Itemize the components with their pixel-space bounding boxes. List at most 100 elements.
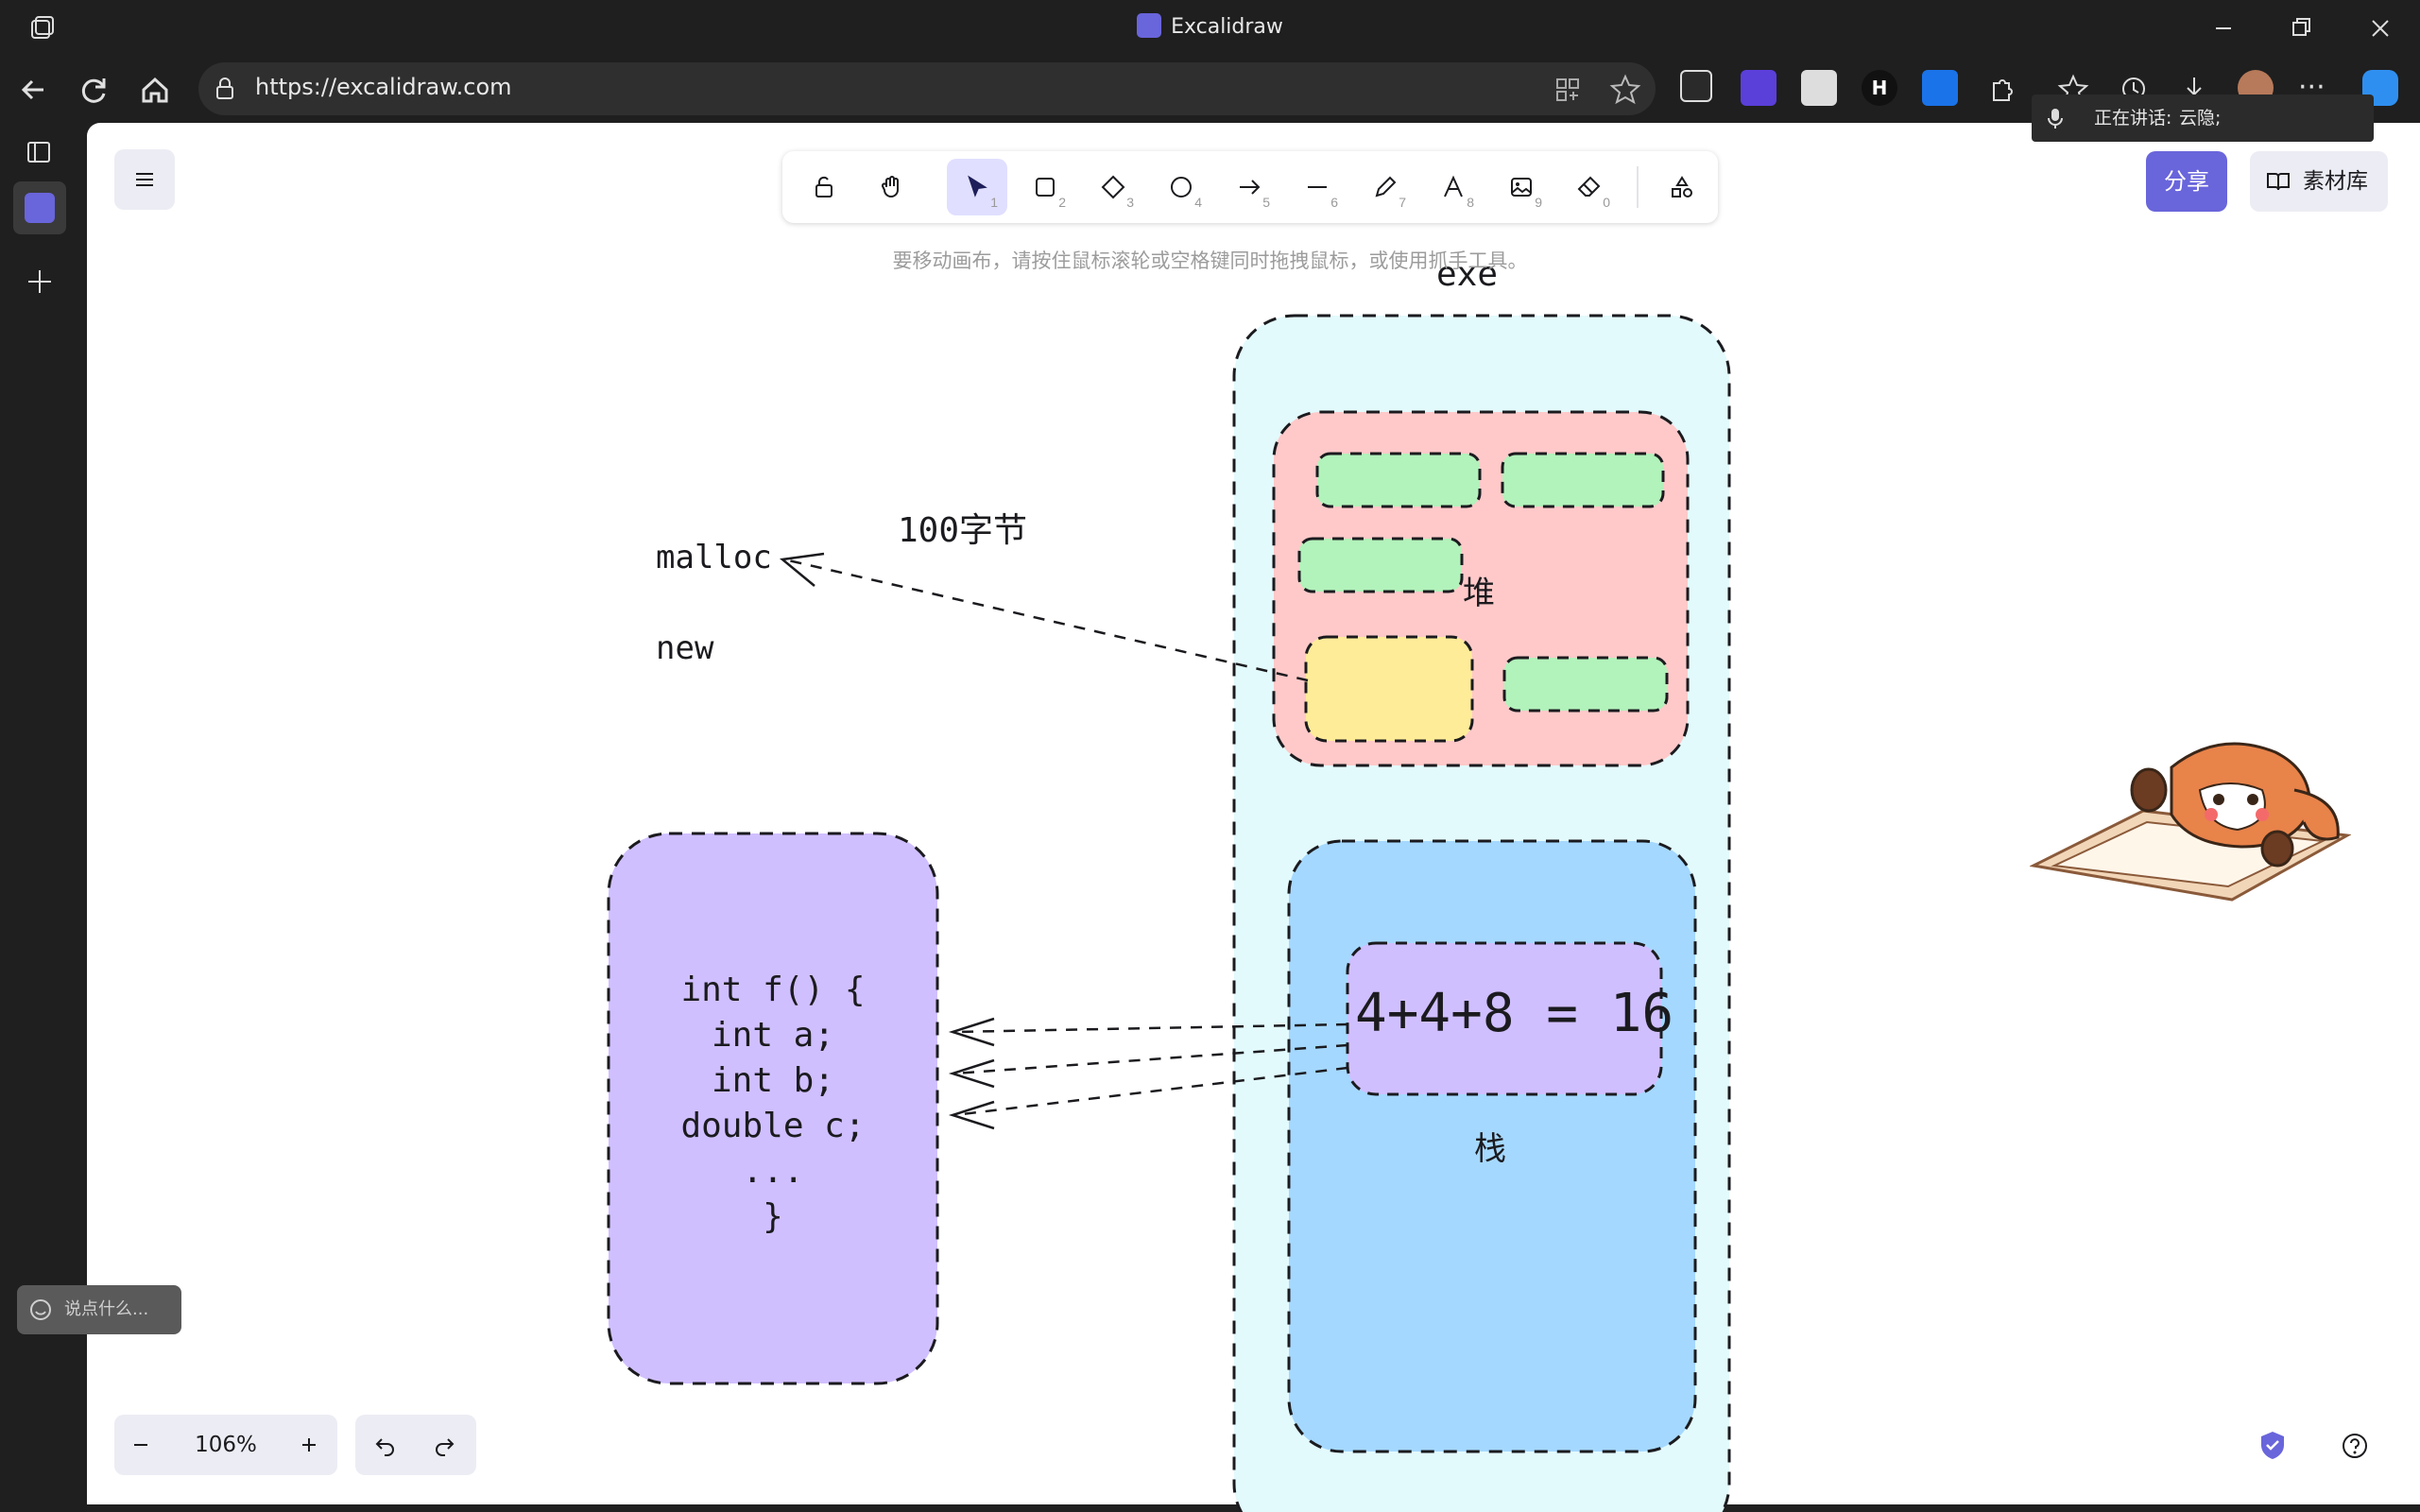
undo-icon[interactable] <box>372 1432 399 1458</box>
new-label: new <box>656 629 714 667</box>
diamond-tool-button[interactable]: 3 <box>1083 159 1143 215</box>
stack-label: 栈 <box>1474 1130 1506 1168</box>
speaking-label: 正在讲话: <box>2094 108 2172 129</box>
image-tool-button[interactable]: 9 <box>1491 159 1552 215</box>
zoom-level[interactable]: 106% <box>195 1433 257 1457</box>
window-title-text: Excalidraw <box>1171 15 1283 39</box>
code-line: } <box>763 1197 783 1236</box>
stack-arrow-head <box>948 1100 995 1130</box>
window-title: Excalidraw <box>0 13 2420 39</box>
ellipse-tool-button[interactable]: 4 <box>1151 159 1211 215</box>
close-icon[interactable] <box>2360 8 2401 49</box>
ellipse-icon <box>1171 177 1192 198</box>
heap-allocated-block <box>1304 635 1474 743</box>
rectangle-icon <box>1036 178 1055 197</box>
favorite-star-icon[interactable] <box>1608 72 1642 106</box>
chat-input[interactable]: 说点什么... <box>17 1285 181 1334</box>
stack-arrow <box>953 1066 1348 1117</box>
tab-excalidraw[interactable] <box>13 181 66 234</box>
toolbar-divider <box>1637 166 1639 208</box>
extensions-icon[interactable] <box>1984 72 2018 106</box>
home-icon[interactable] <box>132 67 178 112</box>
rectangle-tool-button[interactable]: 2 <box>1015 159 1075 215</box>
address-bar[interactable] <box>198 62 1656 115</box>
shield-extension-icon[interactable] <box>1801 70 1837 106</box>
site-info-icon[interactable] <box>212 76 238 102</box>
read-aloud-icon[interactable] <box>1741 70 1776 106</box>
library-button[interactable]: 素材库 <box>2250 151 2388 212</box>
minimize-icon[interactable] <box>2203 8 2244 49</box>
heap-label: 堆 <box>1463 575 1495 612</box>
text-tool-button[interactable]: 8 <box>1423 159 1484 215</box>
help-icon[interactable] <box>2338 1429 2372 1463</box>
code-text: int f() { int a; int b; double c; ... } <box>609 968 937 1240</box>
translate-extension-icon[interactable] <box>1922 70 1958 106</box>
hand-tool-button[interactable] <box>862 159 922 215</box>
code-line: int b; <box>711 1061 835 1100</box>
history-controls <box>355 1415 476 1475</box>
heap-block <box>1501 452 1665 508</box>
back-icon[interactable] <box>11 67 57 112</box>
arrow-icon <box>1240 180 1261 195</box>
chat-placeholder: 说点什么... <box>64 1299 149 1319</box>
app-available-icon[interactable] <box>1552 74 1584 106</box>
pointer-icon <box>968 175 987 198</box>
text-icon <box>1444 175 1463 198</box>
draw-tool-button[interactable]: 7 <box>1355 159 1416 215</box>
main-toolbar: 1 2 3 4 5 6 7 8 9 0 <box>782 151 1718 223</box>
red-panda-mascot-icon <box>2030 742 2351 902</box>
library-label: 素材库 <box>2303 169 2368 194</box>
arrow-tool-button[interactable]: 5 <box>1219 159 1279 215</box>
shortcut-number: 6 <box>1330 195 1338 210</box>
line-tool-button[interactable]: 6 <box>1287 159 1347 215</box>
encryption-shield-icon[interactable] <box>2257 1429 2289 1461</box>
hamburger-icon <box>136 173 153 186</box>
lock-tool-button[interactable] <box>794 159 854 215</box>
voice-chat-bar: 正在讲话: 云隐; <box>2032 94 2374 142</box>
shortcut-number: 2 <box>1058 195 1066 210</box>
code-line: int a; <box>711 1016 835 1055</box>
shortcut-number: 8 <box>1467 195 1474 210</box>
redo-icon[interactable] <box>431 1432 457 1458</box>
code-line: ... <box>742 1152 804 1191</box>
main-menu-button[interactable] <box>114 149 175 210</box>
more-tools-button[interactable] <box>1652 159 1712 215</box>
heap-block <box>1315 452 1482 508</box>
line-icon <box>1308 186 1327 188</box>
excalidraw-logo-icon <box>1137 13 1162 38</box>
code-box <box>607 832 939 1385</box>
shortcut-number: 9 <box>1535 195 1542 210</box>
exe-label: exe <box>1436 255 1499 294</box>
stack-arrow-head <box>948 1058 995 1089</box>
vertical-tab-rail <box>0 123 87 1512</box>
selection-tool-button[interactable]: 1 <box>947 159 1007 215</box>
speaker-name: 云隐; <box>2179 108 2222 129</box>
restore-icon[interactable] <box>2280 8 2322 49</box>
title-bar: Excalidraw <box>0 0 2420 57</box>
stack-arrow <box>953 1022 1348 1034</box>
tab-actions-icon[interactable] <box>26 13 57 43</box>
stack-arrow-head <box>948 1017 995 1047</box>
lock-open-icon <box>815 176 832 198</box>
zoom-controls: 106% <box>114 1415 337 1475</box>
image-icon <box>1511 178 1532 197</box>
diamond-icon <box>1101 175 1125 199</box>
canvas-hint: 要移动画布，请按住鼠标滚轮或空格键同时拖拽鼠标，或使用抓手工具。 <box>892 249 1528 272</box>
h-extension-icon[interactable]: H <box>1862 70 1897 106</box>
new-tab-icon[interactable] <box>23 265 57 299</box>
tab-panel-icon[interactable] <box>25 138 55 168</box>
zoom-in-icon[interactable] <box>296 1432 322 1458</box>
eraser-tool-button[interactable]: 0 <box>1559 159 1620 215</box>
zoom-out-icon[interactable] <box>128 1432 154 1458</box>
stack-arrow <box>953 1043 1348 1075</box>
malloc-label: malloc <box>656 539 772 576</box>
hand-icon <box>881 176 899 198</box>
refresh-icon[interactable] <box>72 67 117 112</box>
emoji-icon[interactable] <box>28 1297 53 1322</box>
qr-code-icon[interactable] <box>1680 70 1712 102</box>
eraser-icon <box>1577 176 1601 197</box>
share-button[interactable]: 分享 <box>2146 151 2227 212</box>
malloc-arrow <box>783 558 1309 682</box>
microphone-icon[interactable] <box>2043 106 2068 130</box>
book-icon <box>2267 173 2290 191</box>
